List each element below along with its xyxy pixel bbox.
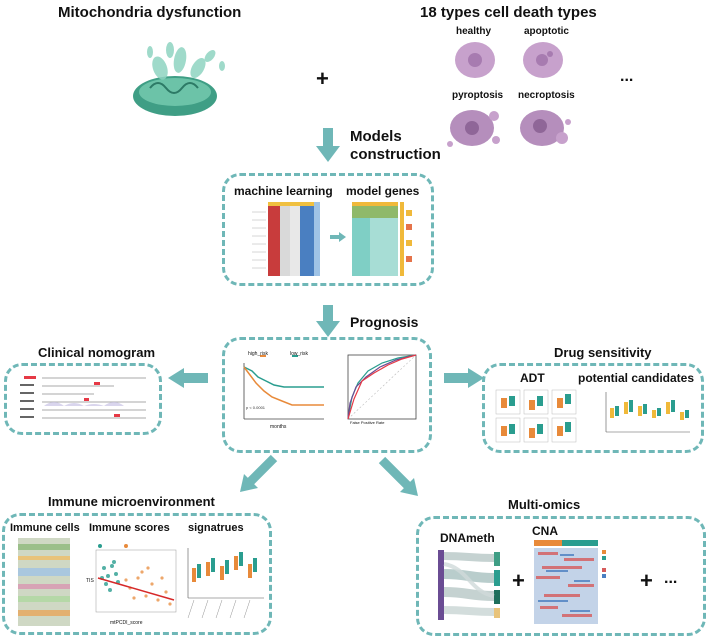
dnameth-label: DNAmeth <box>440 531 495 545</box>
diag-arrow-immune <box>238 454 278 494</box>
immune-scores-label: Immune scores <box>89 522 170 534</box>
km-legend-high: high_risk <box>248 351 269 357</box>
candidates-boxplots <box>600 388 692 446</box>
models-title: Models construction <box>350 128 441 163</box>
multiomics-ellipsis: ... <box>664 570 678 587</box>
clinical-title: Clinical nomogram <box>38 345 156 360</box>
death-title: 18 types cell death types <box>420 4 597 21</box>
healthy-cell-icon <box>452 40 498 80</box>
multiomics-box <box>416 516 706 636</box>
scatter-xlabel: mtPCDI_score <box>110 620 143 626</box>
km-plot: p < 0.0001 <box>234 347 330 441</box>
plus-sign: + <box>316 66 329 91</box>
diag-arrow-multiomics <box>378 456 422 500</box>
prognosis-box <box>222 337 432 453</box>
multiomics-plus-2: + <box>640 568 653 593</box>
apoptotic-cell-icon <box>520 40 566 80</box>
models-box <box>222 173 434 286</box>
signatures-boxplot <box>184 538 266 626</box>
nomogram-chart <box>14 372 154 428</box>
left-arrow-clinical <box>168 368 208 388</box>
dnameth-sankey <box>432 548 508 628</box>
right-arrow-drug <box>444 368 484 388</box>
cell-label-apoptotic: apoptotic <box>524 26 569 37</box>
adt-label: ADT <box>520 371 545 385</box>
immune-title: Immune microenvironment <box>48 494 215 509</box>
drug-title: Drug sensitivity <box>554 345 652 360</box>
km-xlabel: months <box>270 424 287 430</box>
signatures-label: signatrues <box>188 522 244 534</box>
right-arrow-genes <box>330 232 346 242</box>
adt-boxplots <box>494 388 578 446</box>
prognosis-title: Prognosis <box>350 314 419 330</box>
cell-label-pyroptosis: pyroptosis <box>452 90 504 101</box>
km-legend-low: low_risk <box>290 351 309 357</box>
multiomics-plus-1: + <box>512 568 525 593</box>
pyroptosis-cell-icon <box>444 104 504 152</box>
immune-cells-label: Immune cells <box>10 522 80 534</box>
mito-title: Mitochondria dysfunction <box>58 4 242 21</box>
roc-plot <box>338 347 422 437</box>
necroptosis-cell-icon <box>514 104 574 152</box>
cell-label-necroptosis: necroptosis <box>518 90 575 101</box>
scatter-ylabel: TIS <box>86 578 94 584</box>
roc-xlabel: False Positive Rate <box>350 420 385 425</box>
ml-heatmap <box>250 200 324 278</box>
down-arrow-models <box>316 128 340 162</box>
down-arrow-prognosis <box>316 305 340 337</box>
genes-heatmap <box>348 200 424 278</box>
svg-text:p < 0.0001: p < 0.0001 <box>246 405 266 410</box>
model-genes-label: model genes <box>346 184 420 198</box>
multiomics-title: Multi-omics <box>508 497 581 512</box>
cell-types-ellipsis: ... <box>620 68 634 85</box>
immune-scores-scatter <box>86 538 180 626</box>
immune-box <box>2 513 272 635</box>
ml-label: machine learning <box>234 184 333 198</box>
drug-box <box>482 363 704 453</box>
cell-label-healthy: healthy <box>456 26 492 37</box>
candidates-label: potential candidates <box>578 371 695 385</box>
cna-label: CNA <box>532 524 558 538</box>
clinical-box <box>4 363 162 435</box>
cna-heatmap <box>534 540 626 624</box>
mitochondria-illustration <box>130 38 240 118</box>
immune-cells-chart <box>14 538 72 626</box>
